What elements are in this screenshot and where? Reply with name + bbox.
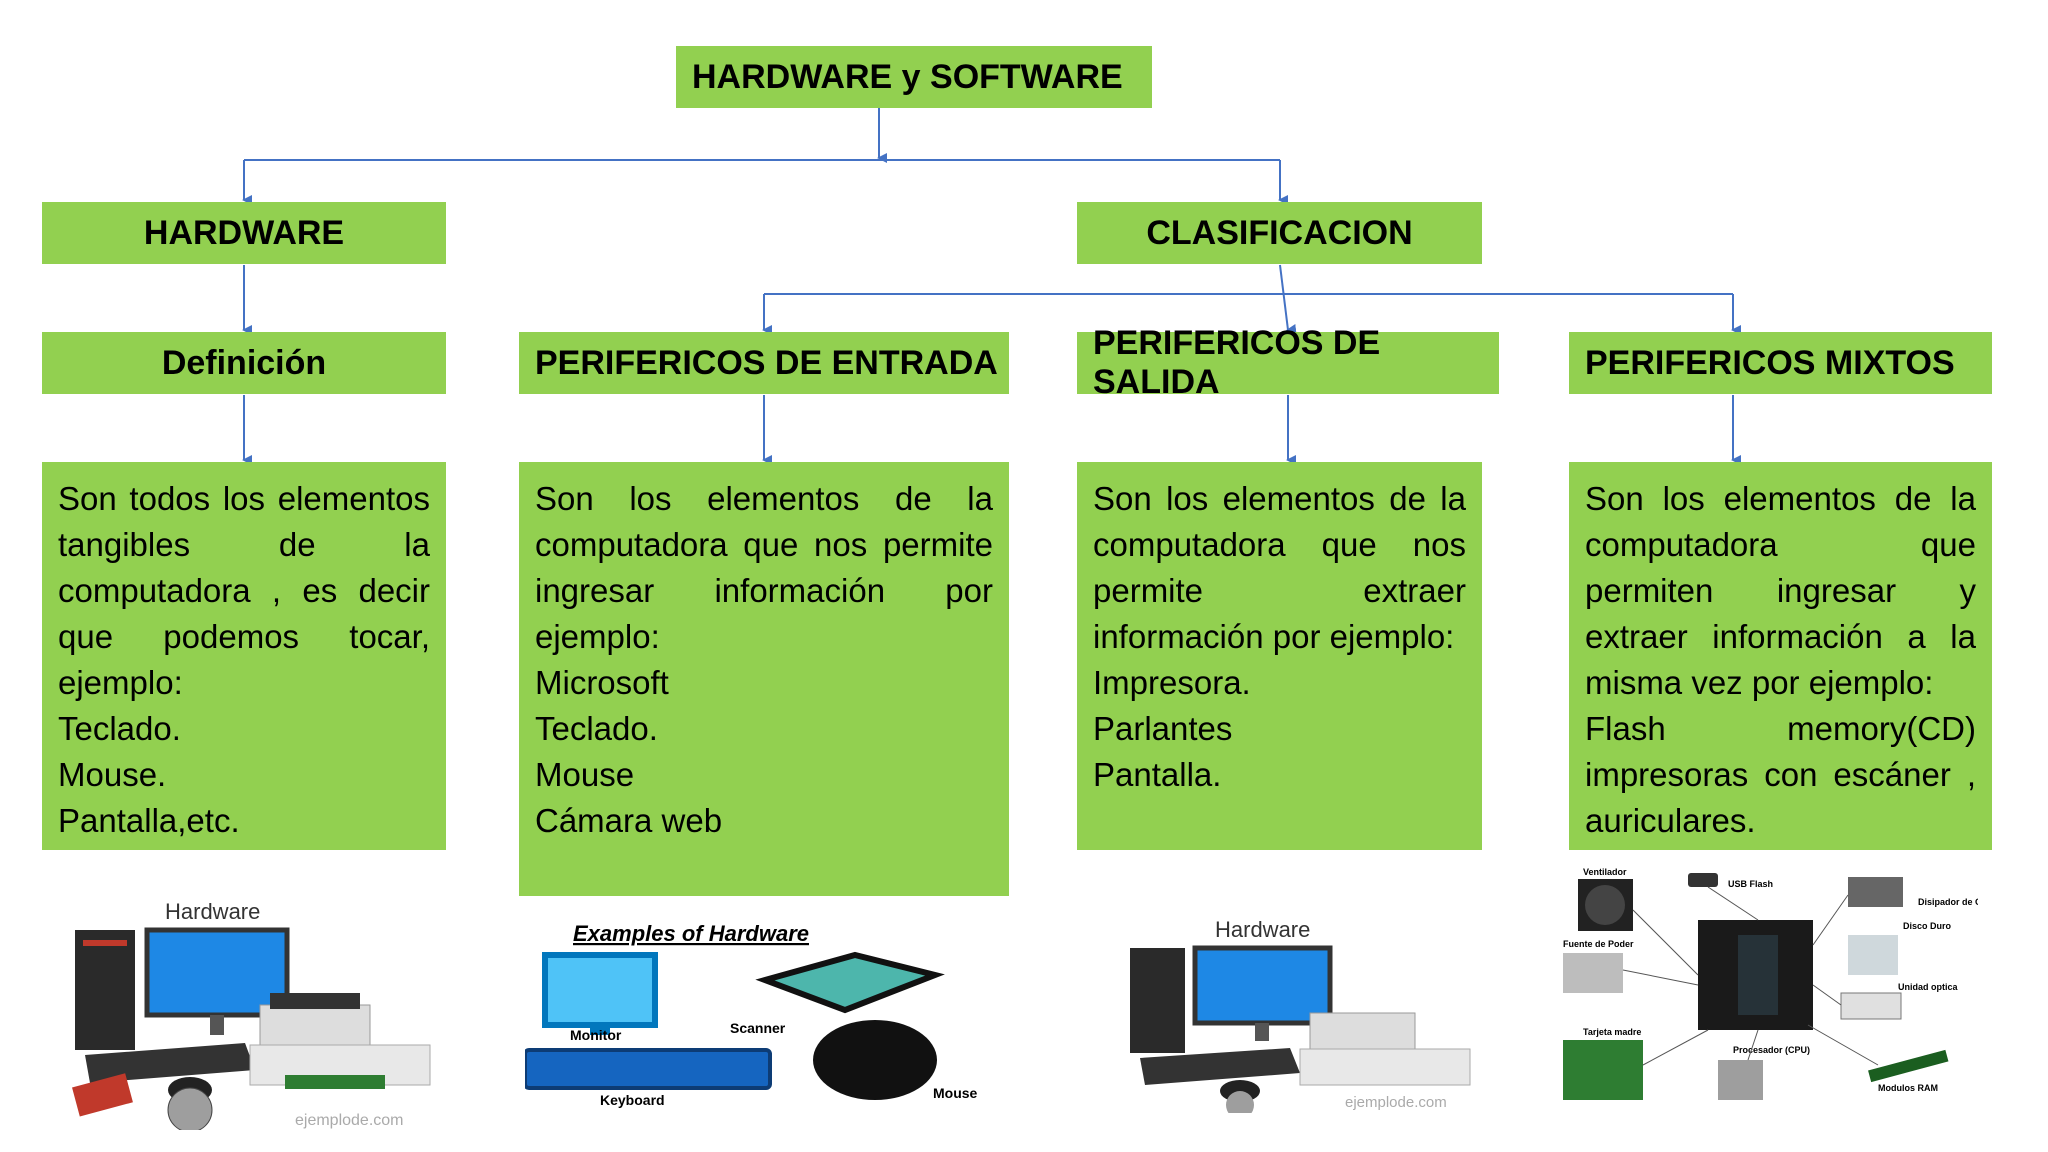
hardware-photo-2: Hardware ejemplode.com [1110, 913, 1500, 1113]
component-label: Disipador de Calor [1918, 897, 1978, 907]
definicion-node: Definición [42, 332, 446, 394]
printer-shape [260, 1005, 370, 1045]
definicion-text: Son todos los elementos tangibles de la … [58, 476, 430, 706]
ram-shape [1868, 1050, 1948, 1082]
salida-item: Parlantes [1093, 706, 1466, 752]
hardware-photo-title: Hardware [165, 899, 260, 924]
entrada-item: Mouse [535, 752, 993, 798]
definicion-title: Definición [162, 344, 326, 383]
definicion-item: Teclado. [58, 706, 430, 752]
clasificacion-node: CLASIFICACION [1077, 202, 1482, 264]
salida-item: Impresora. [1093, 660, 1466, 706]
pc-tower [1130, 948, 1185, 1053]
monitor-shape [1195, 948, 1330, 1023]
definicion-item: Pantalla,etc. [58, 798, 430, 844]
hardware-node: HARDWARE [42, 202, 446, 264]
mixtos-text: Son los elementos de la computadora que … [1585, 476, 1976, 706]
mixtos-description: Son los elementos de la computadora que … [1569, 462, 1992, 850]
optical-drive-shape [1841, 993, 1901, 1019]
monitor-shape [147, 930, 287, 1015]
printer-shape [1310, 1013, 1415, 1049]
entrada-description: Son los elementos de la computadora que … [519, 462, 1009, 896]
scanner-label: Scanner [730, 1020, 786, 1036]
salida-title: PERIFERICOS DE SALIDA [1093, 324, 1499, 402]
entrada-node: PERIFERICOS DE ENTRADA [519, 332, 1009, 394]
keyboard-shape [525, 1050, 770, 1088]
keyboard-label: Keyboard [600, 1092, 665, 1108]
component-label: Modulos RAM [1878, 1083, 1938, 1093]
mixtos-node: PERIFERICOS MIXTOS [1569, 332, 1992, 394]
salida-text: Son los elementos de la computadora que … [1093, 476, 1466, 660]
salida-item: Pantalla. [1093, 752, 1466, 798]
hardware-photo-title: Hardware [1215, 917, 1310, 942]
usb-shape [1688, 873, 1718, 887]
motherboard-shape [1563, 1040, 1643, 1100]
entrada-item: Teclado. [535, 706, 993, 752]
entrada-item: Microsoft [535, 660, 993, 706]
credit-text: ejemplode.com [1345, 1094, 1447, 1111]
examples-hardware-image: Examples of Hardware Monitor Scanner Key… [525, 915, 1005, 1115]
root-title: HARDWARE y SOFTWARE [692, 58, 1123, 97]
mouse-label: Mouse [933, 1085, 978, 1101]
pc-tower [75, 930, 135, 1050]
hard-disk-shape [1848, 935, 1898, 975]
keyboard-shape [1140, 1048, 1300, 1085]
component-label: Tarjeta madre [1583, 1027, 1641, 1037]
definicion-description: Son todos los elementos tangibles de la … [42, 462, 446, 850]
monitor-shape [545, 955, 655, 1025]
component-label: Disco Duro [1903, 921, 1952, 931]
power-supply-shape [1563, 953, 1623, 993]
heatsink-shape [1848, 877, 1903, 907]
monitor-label: Monitor [570, 1027, 622, 1043]
component-label: Unidad optica [1898, 982, 1958, 992]
cpu-shape [1718, 1060, 1763, 1100]
salida-description: Son los elementos de la computadora que … [1077, 462, 1482, 850]
hardware-title: HARDWARE [144, 214, 344, 253]
component-label: Ventilador [1583, 867, 1627, 877]
component-label: Fuente de Poder [1563, 939, 1634, 949]
component-label: Procesador (CPU) [1733, 1045, 1810, 1055]
examples-title: Examples of Hardware [573, 921, 809, 946]
root-node: HARDWARE y SOFTWARE [676, 46, 1152, 108]
mouse-shape [813, 1020, 937, 1100]
components-image: Ventilador USB Flash Disipador de Calor … [1558, 865, 1978, 1110]
entrada-item: Cámara web [535, 798, 993, 844]
credit-text: ejemplode.com [295, 1112, 404, 1129]
entrada-text: Son los elementos de la computadora que … [535, 476, 993, 660]
mixtos-title: PERIFERICOS MIXTOS [1585, 344, 1955, 383]
salida-node: PERIFERICOS DE SALIDA [1077, 332, 1499, 394]
component-label: USB Flash [1728, 879, 1773, 889]
definicion-item: Mouse. [58, 752, 430, 798]
hardware-photo-1: Hardware ejemplode.com [55, 895, 445, 1130]
scanner-shape [765, 955, 935, 1010]
entrada-title: PERIFERICOS DE ENTRADA [535, 344, 998, 383]
clasificacion-title: CLASIFICACION [1146, 214, 1412, 253]
mixtos-item: Flash memory(CD) impresoras con escáner … [1585, 706, 1976, 844]
